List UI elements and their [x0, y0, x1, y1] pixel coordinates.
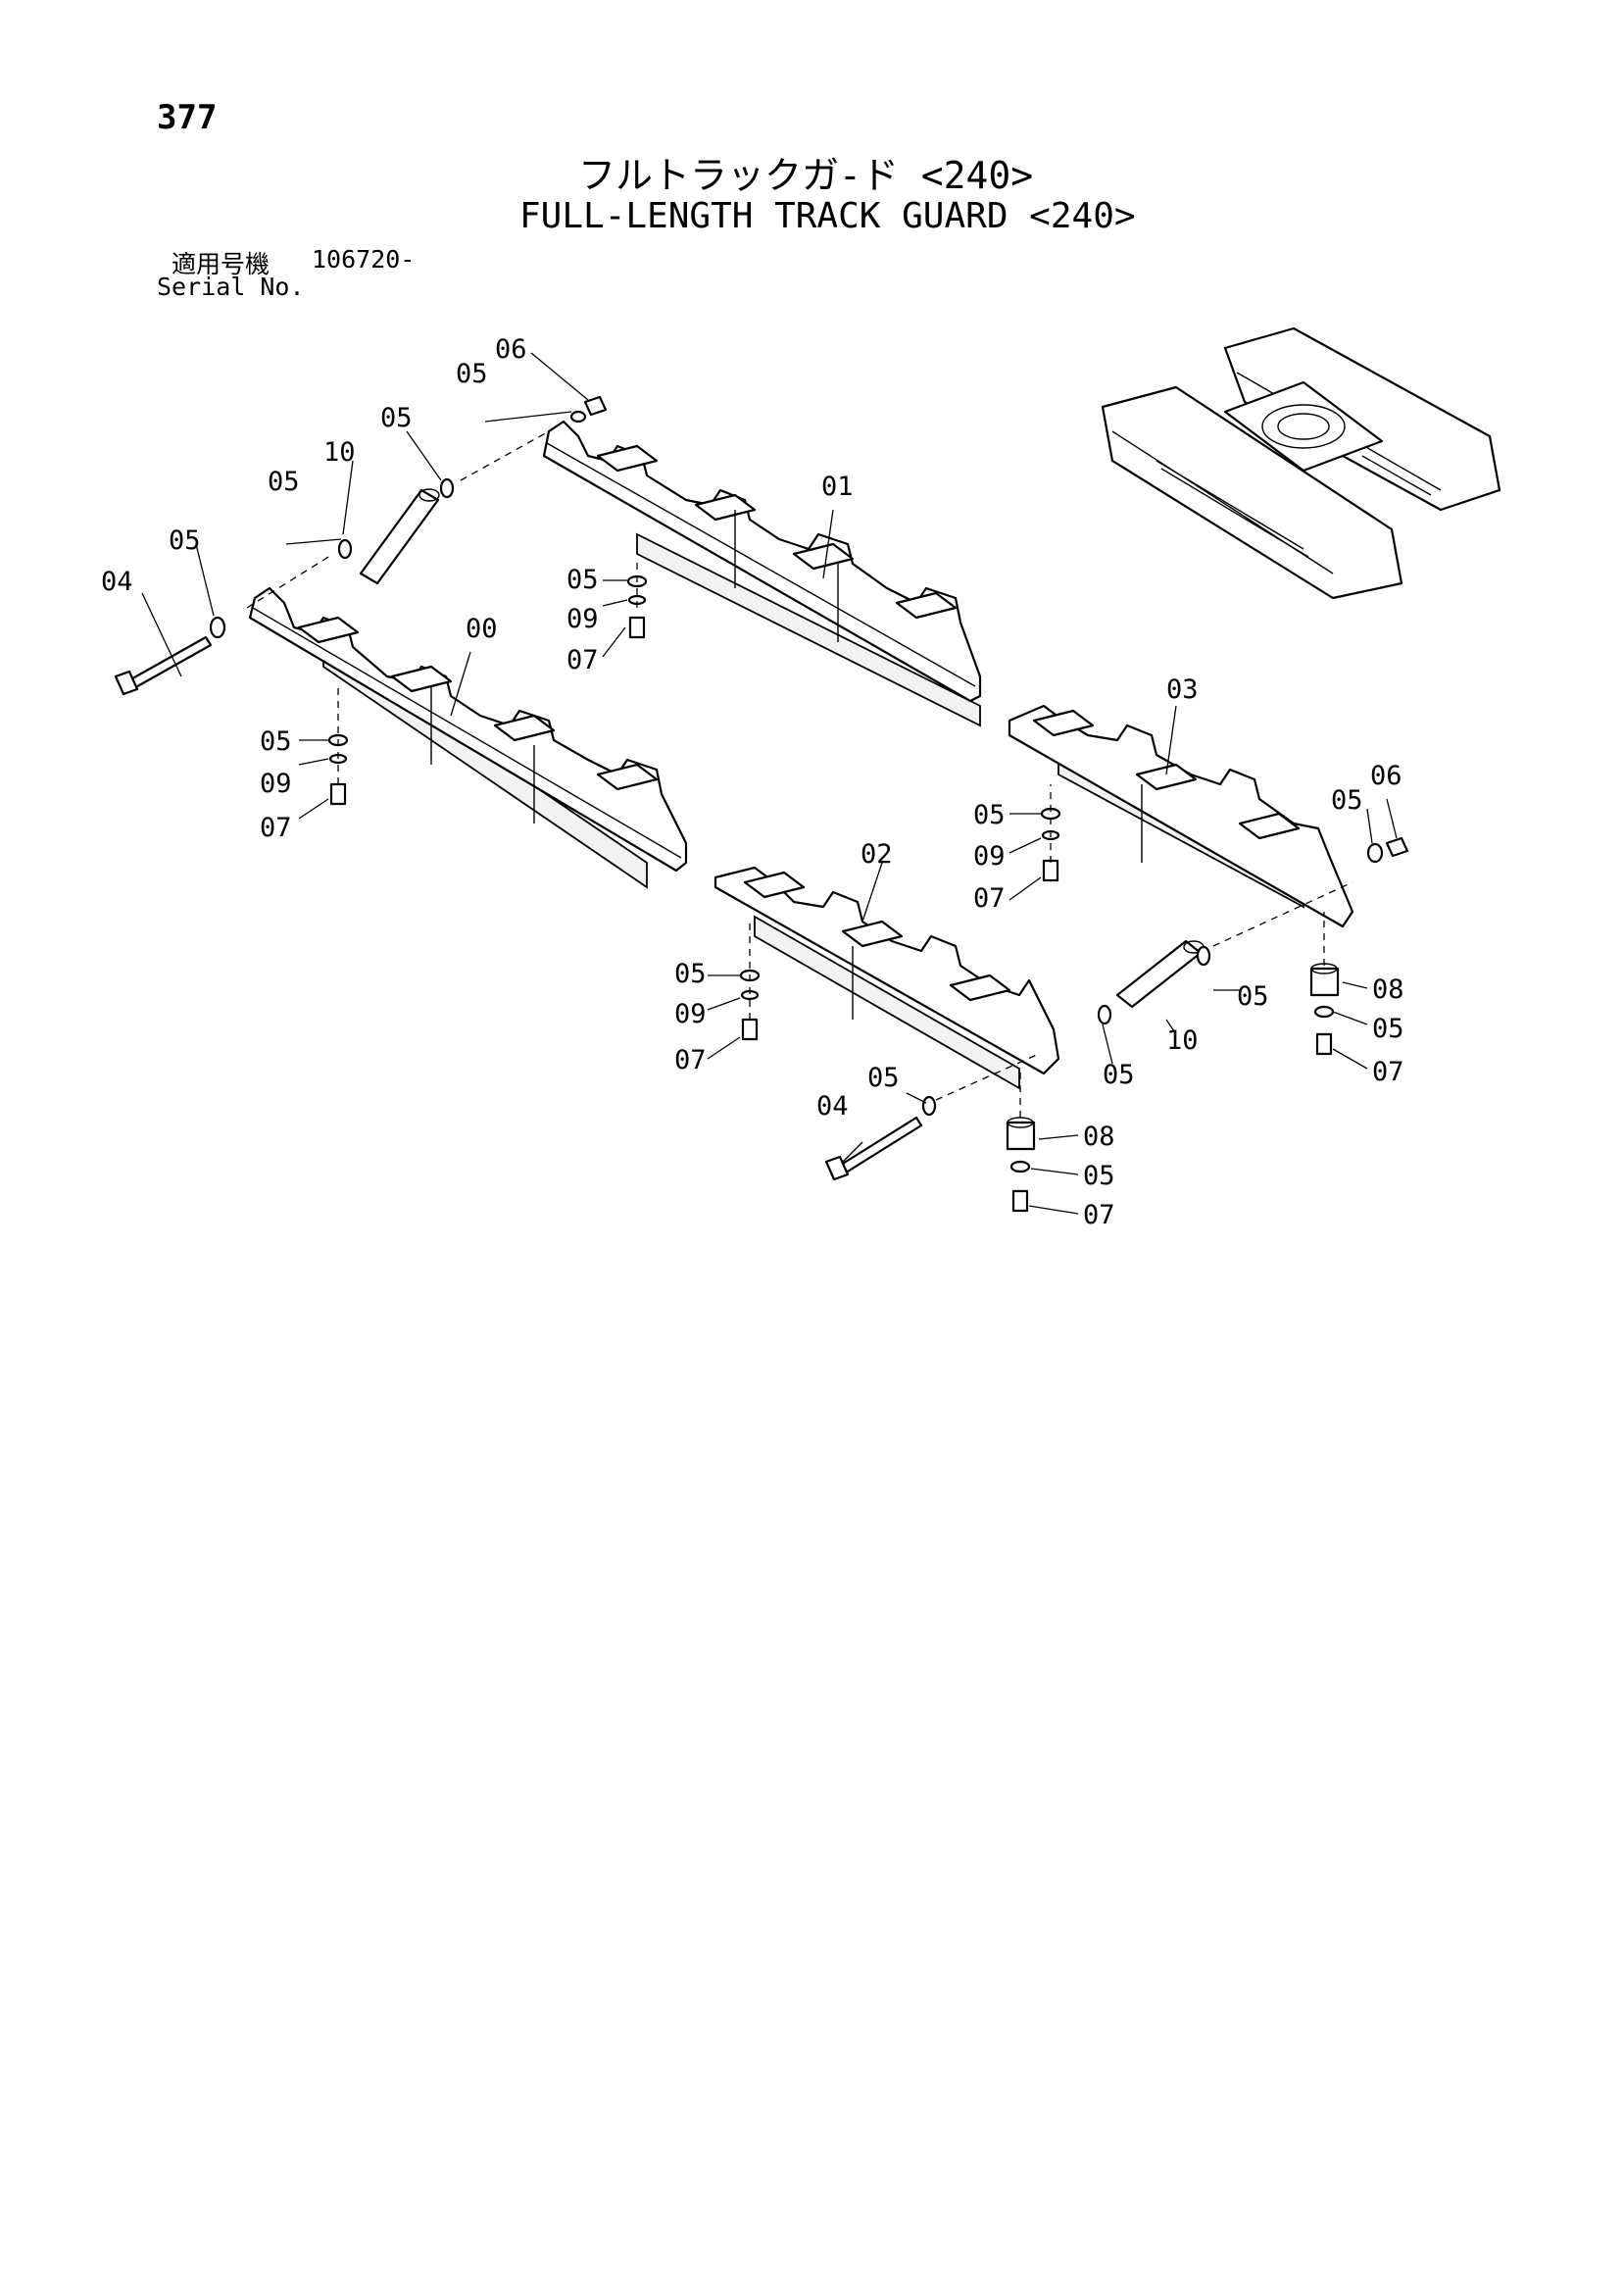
serial-number-value: 106720- — [312, 245, 416, 274]
callout-05: 05 — [268, 467, 300, 497]
undercarriage-reference-illustration — [1101, 326, 1501, 600]
callout-07: 07 — [260, 813, 292, 843]
leader-lines — [141, 352, 1398, 1215]
small-hardware — [209, 395, 1409, 1213]
serial-label-japanese: 適用号機 — [172, 250, 270, 278]
callout-05: 05 — [1083, 1161, 1115, 1191]
callout-05: 05 — [260, 726, 292, 757]
page-title-japanese: フルトラックガ-ド <240> — [578, 154, 1034, 197]
callout-05: 05 — [674, 959, 707, 989]
callout-03: 03 — [1166, 674, 1199, 705]
callout-05: 05 — [169, 525, 201, 556]
callout-02: 02 — [861, 839, 893, 870]
callout-05: 05 — [456, 359, 488, 389]
track-guard-02 — [713, 866, 1060, 1090]
callout-08: 08 — [1083, 1122, 1115, 1152]
serial-label-english: Serial No. — [157, 273, 305, 301]
page-number: 377 — [157, 98, 218, 137]
callout-05: 05 — [1372, 1014, 1404, 1044]
callout-06: 06 — [495, 334, 527, 365]
callout-07: 07 — [1372, 1057, 1404, 1087]
assembly-lines — [246, 430, 1353, 1118]
track-guard-03 — [1008, 704, 1354, 928]
callout-05: 05 — [1103, 1060, 1135, 1090]
track-guard-01 — [542, 420, 982, 727]
callout-01: 01 — [821, 472, 854, 502]
callout-04: 04 — [101, 567, 133, 597]
callout-06: 06 — [1370, 761, 1402, 791]
callout-05: 05 — [973, 800, 1006, 830]
callout-07: 07 — [674, 1045, 707, 1075]
track-guard-00 — [248, 586, 688, 889]
callout-05: 05 — [867, 1063, 900, 1093]
callout-05: 05 — [380, 403, 413, 433]
callout-07: 07 — [973, 883, 1006, 914]
callout-07: 07 — [566, 645, 599, 675]
callout-05: 05 — [1237, 981, 1269, 1012]
pins-10 — [359, 488, 1205, 1009]
callout-07: 07 — [1083, 1200, 1115, 1230]
long-bolts-04 — [114, 635, 923, 1181]
callout-labels: 06 05 05 10 05 05 04 01 05 09 07 00 05 0… — [101, 334, 1404, 1230]
callout-10: 10 — [1166, 1025, 1199, 1056]
callout-05: 05 — [566, 565, 599, 595]
callout-09: 09 — [674, 999, 707, 1029]
page-title-english: FULL-LENGTH TRACK GUARD <240> — [519, 196, 1136, 236]
callout-09: 09 — [566, 604, 599, 634]
exploded-parts-diagram: 06 05 05 10 05 05 04 01 05 09 07 00 05 0… — [101, 326, 1501, 1230]
callout-00: 00 — [466, 614, 498, 644]
callout-09: 09 — [973, 841, 1006, 872]
callout-09: 09 — [260, 769, 292, 799]
callout-08: 08 — [1372, 974, 1404, 1005]
callout-10: 10 — [323, 437, 356, 468]
callout-05: 05 — [1331, 785, 1363, 816]
callout-04: 04 — [816, 1091, 849, 1122]
